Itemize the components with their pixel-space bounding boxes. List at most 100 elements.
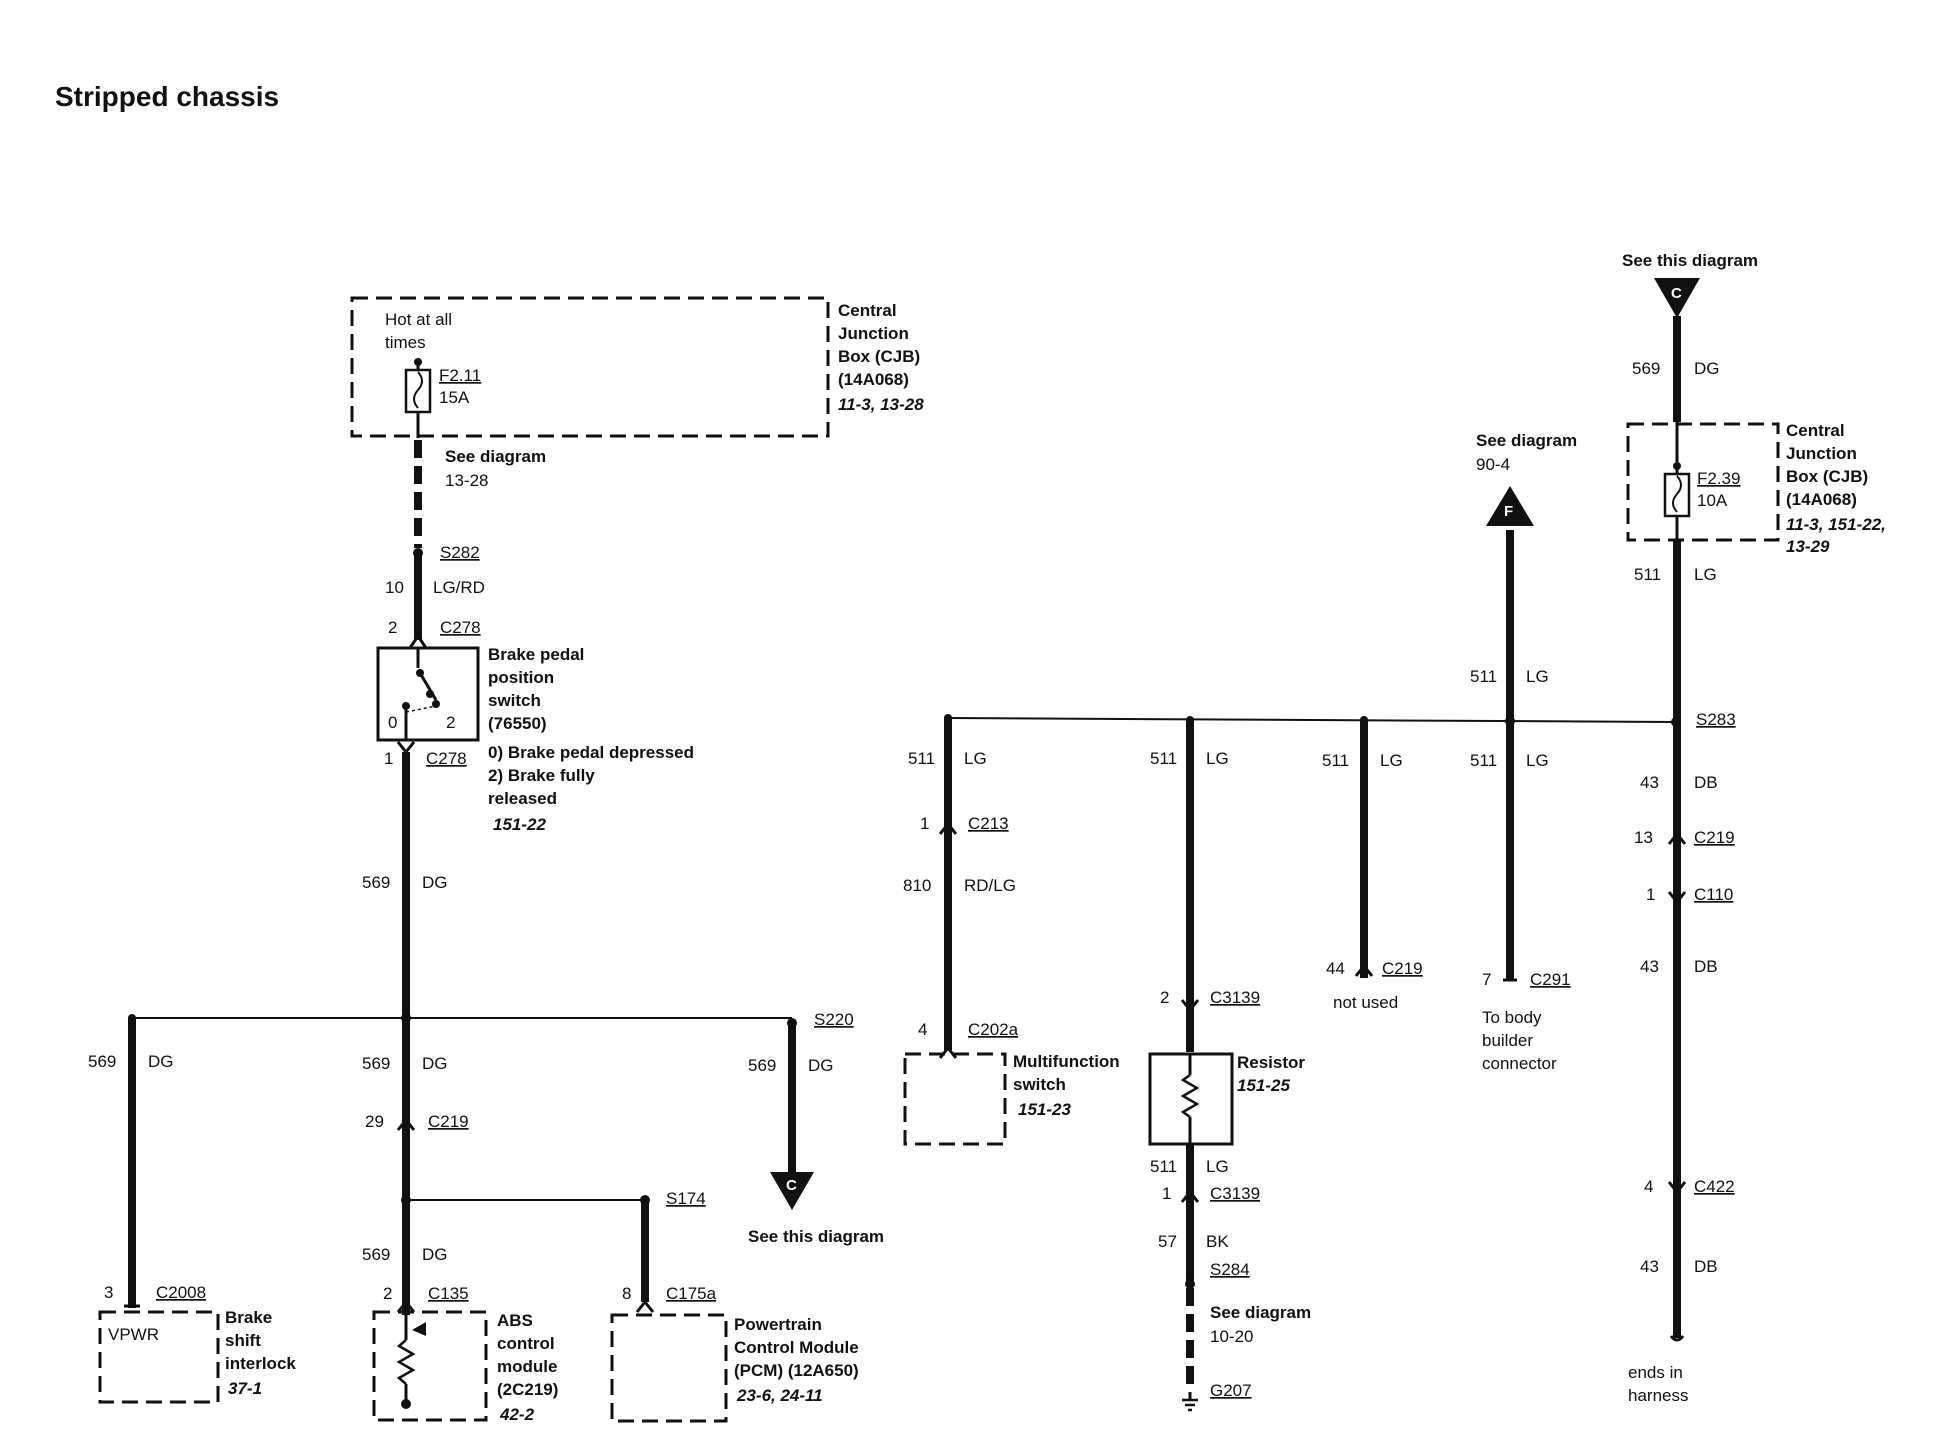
res-wire2-color: LG	[1206, 1157, 1229, 1176]
wire-569-abs-color: DG	[422, 1245, 448, 1264]
abs-module-box	[372, 1310, 488, 1422]
c3139-bot-conn: C3139	[1210, 1184, 1260, 1203]
resistor-ref: 151-25	[1237, 1076, 1290, 1095]
wire-569-mid-num: 569	[362, 1054, 390, 1073]
bpp-name-4: (76550)	[488, 714, 547, 733]
c278-top-pin: 2	[388, 618, 397, 637]
rc-wire-43b-num: 43	[1640, 957, 1659, 976]
cjb-right-name-2: Junction	[1786, 444, 1857, 463]
body-wire-color: LG	[1526, 751, 1549, 770]
offpage-c-top-icon	[1654, 278, 1700, 318]
c3139-bot-pin: 1	[1162, 1184, 1171, 1203]
brake-pedal-switch-box	[376, 646, 480, 742]
wire-569-mid-color: DG	[422, 1054, 448, 1073]
connector-c422-icon	[1667, 1181, 1687, 1195]
offpage-c-bottom-letter: C	[786, 1177, 797, 1194]
ground-g207-label: G207	[1210, 1381, 1252, 1400]
offpage-f-icon	[1486, 486, 1534, 526]
wire-569-left-num: 569	[88, 1052, 116, 1071]
c135-conn: C135	[428, 1284, 469, 1303]
see-diagram-13-28-ref: 13-28	[445, 471, 488, 490]
mfs-wire2-num: 810	[903, 876, 931, 895]
cjb-left-ref: 11-3, 13-28	[838, 395, 924, 414]
splice-s283-label: S283	[1696, 710, 1736, 729]
wire-10-num: 10	[385, 578, 404, 597]
c219-44-pin: 44	[1326, 959, 1345, 978]
see-diagram-90-4-label: See diagram	[1476, 431, 1577, 450]
rc-wire-43c-color: DB	[1694, 1257, 1718, 1276]
c2008-pin: 3	[104, 1283, 113, 1302]
cjb-left-hot-line2: times	[385, 333, 426, 352]
connector-c175a-icon	[635, 1299, 655, 1313]
splice-s220-label: S220	[814, 1010, 854, 1029]
c278-bot-conn: C278	[426, 749, 467, 768]
bpp-note-3: released	[488, 789, 557, 808]
cjb-left-name-1: Central	[838, 301, 897, 320]
cjb-left-amps: 15A	[439, 388, 470, 407]
c278-bot-pin: 1	[384, 749, 393, 768]
cjb-right-ref-1: 11-3, 151-22,	[1786, 515, 1886, 534]
body-note-2: builder	[1482, 1031, 1533, 1050]
splice-s282-label: S282	[440, 543, 480, 562]
cjb-left-hot-line1: Hot at all	[385, 310, 452, 329]
brake-shift-name-1: Brake	[225, 1308, 272, 1327]
c135-pin: 2	[383, 1284, 392, 1303]
c291-pin: 7	[1482, 970, 1491, 989]
offpage-c-bottom-icon	[770, 1172, 814, 1210]
mfs-name-2: switch	[1013, 1075, 1066, 1094]
res-wire-num: 511	[1150, 749, 1177, 768]
splice-s174-label: S174	[666, 1189, 706, 1208]
c219-29-conn: C219	[428, 1112, 469, 1131]
switch-contacts-icon	[402, 648, 440, 740]
switch-pos-2: 2	[446, 713, 455, 732]
splice-s284-dot	[1185, 1279, 1195, 1289]
bpp-name-3: switch	[488, 691, 541, 710]
brake-shift-name-2: shift	[225, 1331, 261, 1350]
body-upper-color: LG	[1526, 667, 1549, 686]
abs-name-2: control	[497, 1334, 555, 1353]
cjb-right-box	[1626, 422, 1780, 542]
connector-c219-29-icon	[396, 1117, 416, 1131]
cjb-left-name-2: Junction	[838, 324, 909, 343]
connector-c135-icon	[396, 1299, 416, 1313]
body-upper-num: 511	[1470, 667, 1497, 686]
abs-name-4: (2C219)	[497, 1380, 558, 1399]
c3139-top-pin: 2	[1160, 988, 1169, 1007]
c291-conn: C291	[1530, 970, 1571, 989]
notused-wire-color: LG	[1380, 751, 1403, 770]
c202a-pin: 4	[918, 1020, 927, 1039]
abs-name-3: module	[497, 1357, 557, 1376]
rc-wire-43b-color: DB	[1694, 957, 1718, 976]
pcm-ref: 23-6, 24-11	[736, 1386, 823, 1405]
rc-wire-511-color: LG	[1694, 565, 1717, 584]
connector-c219-13-icon	[1667, 831, 1687, 845]
c219-44-conn: C219	[1382, 959, 1423, 978]
see-diagram-90-4-ref: 90-4	[1476, 455, 1510, 474]
pcm-name-2: Control Module	[734, 1338, 859, 1357]
mfs-ref: 151-23	[1018, 1100, 1071, 1119]
rc-c219-pin: 13	[1634, 828, 1653, 847]
connector-c110-icon	[1667, 891, 1687, 905]
mfs-wire2-color: RD/LG	[964, 876, 1016, 895]
res-wire3-num: 57	[1158, 1232, 1177, 1251]
c213-conn: C213	[968, 814, 1009, 833]
ends-in-harness-1: ends in	[1628, 1363, 1683, 1382]
c2008-conn: C2008	[156, 1283, 206, 1302]
offpage-c-top-label: See this diagram	[1622, 251, 1758, 270]
ends-in-harness-2: harness	[1628, 1386, 1688, 1405]
mfs-wire-num: 511	[908, 749, 935, 768]
mfs-name-1: Multifunction	[1013, 1052, 1120, 1071]
c213-pin: 1	[920, 814, 929, 833]
brake-shift-ref: 37-1	[228, 1379, 262, 1398]
splice-s284-label: S284	[1210, 1260, 1250, 1279]
cjb-left-box	[350, 296, 830, 438]
wire-10-color: LG/RD	[433, 578, 485, 597]
abs-name-1: ABS	[497, 1311, 533, 1330]
c202a-conn: C202a	[968, 1020, 1019, 1039]
rc-wire-511-num: 511	[1634, 565, 1661, 584]
rc-c422-pin: 4	[1644, 1177, 1653, 1196]
abs-resistor-icon	[396, 1315, 426, 1409]
pcm-name-1: Powertrain	[734, 1315, 822, 1334]
cjb-right-name-4: (14A068)	[1786, 490, 1857, 509]
connector-c3139-bot-icon	[1180, 1189, 1200, 1203]
